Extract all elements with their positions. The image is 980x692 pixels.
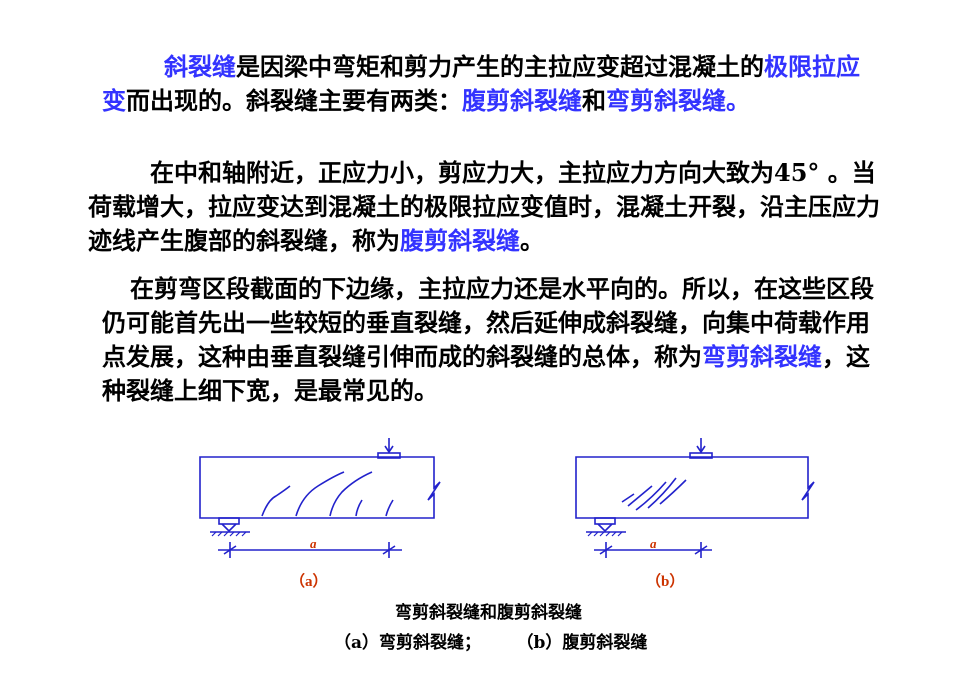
para3-text2: ，这种裂缝上细下宽，是最常见的。 bbox=[102, 342, 870, 405]
beam-b-crack-5 bbox=[621, 493, 635, 503]
paragraph-flexure-shear: 在剪弯区段截面的下边缘，主拉应力还是水平向的。所以，在这些区段仍可能首先出一些较… bbox=[102, 272, 888, 408]
beam-a-support-plate bbox=[218, 517, 240, 525]
beam-b-crack-1 bbox=[627, 485, 653, 507]
beam-a-crack-3 bbox=[329, 471, 373, 517]
paragraph-web-shear: 在中和轴附近，正应力小，剪应力大，主拉应力方向大致为45° 。当荷载增大，拉应变… bbox=[88, 156, 888, 258]
para2-text2: 45° 。当荷载增大，拉应变达到混凝土的极限拉应变值时，混凝土开裂，沿主压应力迹… bbox=[88, 158, 880, 255]
beam-a-load-plate bbox=[377, 452, 401, 459]
paragraph-crack-definition: 斜裂缝是因梁中弯矩和剪力产生的主拉应变超过混凝土的极限拉应变而出现的。斜裂缝主要… bbox=[102, 50, 882, 118]
term-flexure-shear-crack-2: 弯剪斜裂缝 bbox=[702, 342, 822, 371]
para1-text2: 而出现的。斜裂缝主要有两类： bbox=[126, 86, 462, 115]
beam-b-outline bbox=[575, 456, 815, 519]
beam-a-diagram bbox=[199, 438, 441, 558]
para1-text3: 和 bbox=[582, 86, 606, 115]
beam-b-crack-3 bbox=[647, 477, 677, 509]
beam-b-dim-label: a bbox=[650, 536, 657, 551]
term-web-shear-crack: 腹剪斜裂缝 bbox=[462, 86, 582, 115]
para2-line1: 在中和轴附近，正应力小，剪应力大，主拉应力方向大致为 bbox=[150, 158, 774, 187]
beam-b-support-plate bbox=[594, 517, 616, 525]
para1-text1: 是因梁中弯矩和剪力产生的主拉应变超过混凝土的 bbox=[236, 52, 764, 81]
beam-b-crack-4 bbox=[659, 479, 687, 505]
beam-a-crack-1 bbox=[261, 485, 291, 517]
beam-crack-figure: a （a） a （b） bbox=[199, 438, 815, 590]
figure-label-a: （a） bbox=[290, 572, 328, 590]
beam-a-crack-4 bbox=[355, 499, 363, 517]
term-flexure-shear-crack: 弯剪斜裂缝。 bbox=[606, 86, 750, 115]
para3-text1: 在剪弯区段截面的下边缘，主拉应力还是水平向的。所以，在这些区段仍可能首先出一些较… bbox=[102, 274, 874, 371]
para2-end: 。 bbox=[520, 226, 544, 255]
beam-b-support-triangle bbox=[597, 523, 613, 533]
beam-a-support-triangle bbox=[221, 523, 237, 533]
term-ultimate-tensile-strain: 极限拉应变 bbox=[102, 52, 860, 115]
beam-a-crack-2 bbox=[295, 471, 345, 517]
beam-b-load-plate bbox=[689, 452, 713, 459]
beam-b-diagram bbox=[575, 438, 815, 558]
beam-a-arrowhead bbox=[384, 445, 394, 454]
beam-a-dim-label: a bbox=[310, 536, 317, 551]
term-diagonal-crack: 斜裂缝 bbox=[164, 52, 236, 81]
term-web-shear-crack-2: 腹剪斜裂缝 bbox=[400, 226, 520, 255]
beam-a-outline bbox=[199, 456, 441, 519]
figure-label-b: （b） bbox=[646, 572, 684, 590]
beam-b-crack-2 bbox=[635, 481, 667, 511]
figure-caption-sub: （a）弯剪斜裂缝； （b）腹剪斜裂缝 bbox=[334, 633, 648, 653]
figure-caption-title: 弯剪斜裂缝和腹剪斜裂缝 bbox=[395, 603, 582, 623]
beam-a-crack-5 bbox=[385, 499, 394, 517]
beam-b-arrowhead bbox=[696, 445, 706, 454]
